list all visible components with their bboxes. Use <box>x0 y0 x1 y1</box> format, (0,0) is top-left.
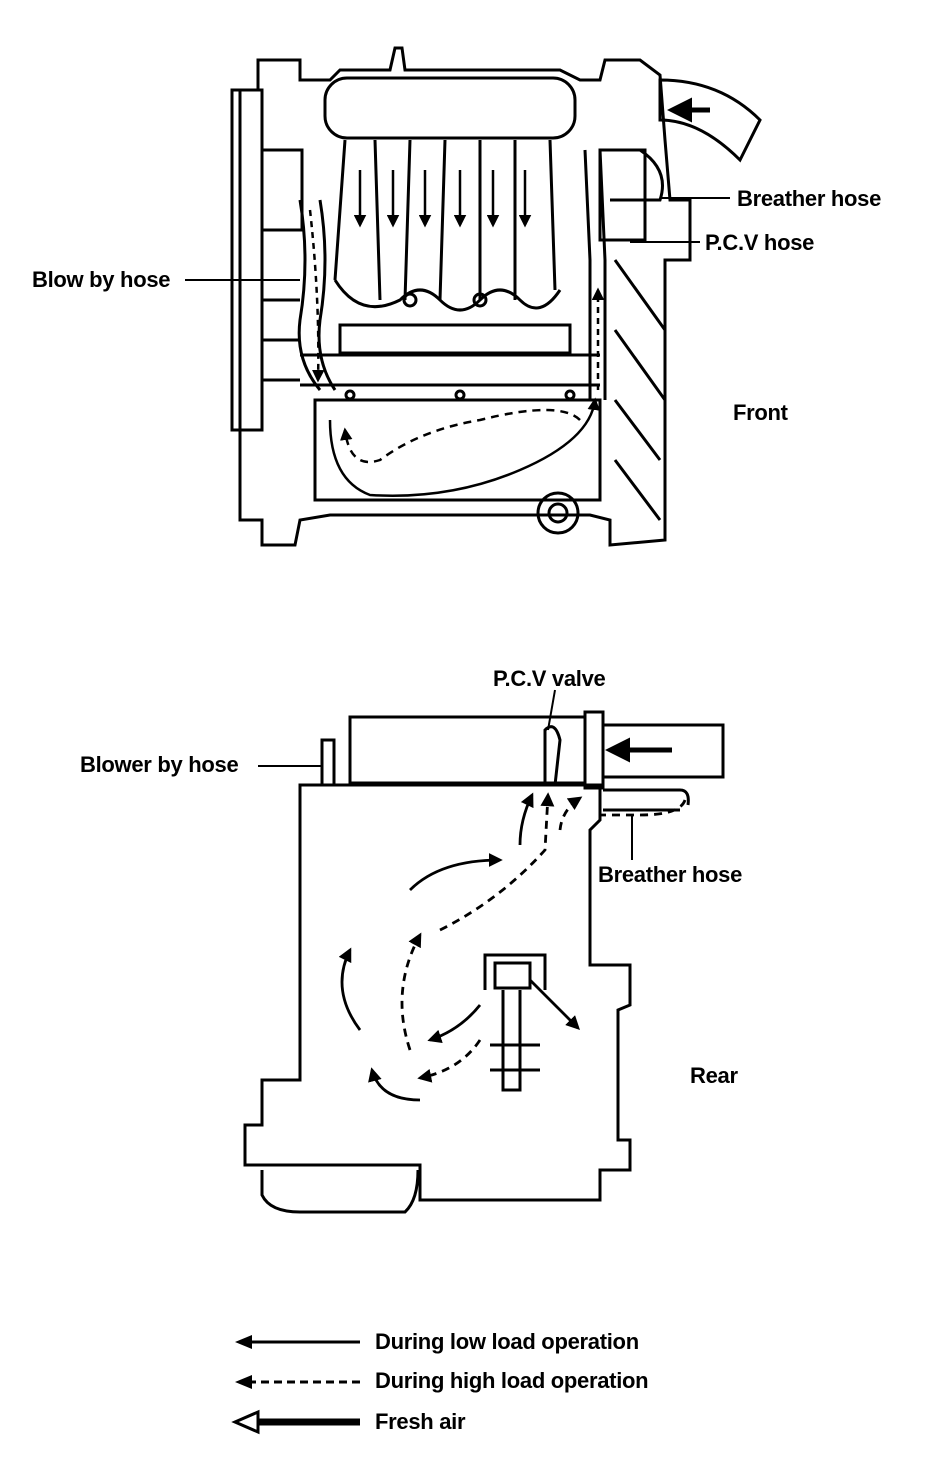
legend-solid-arrow <box>235 1335 360 1349</box>
front-label: Front <box>733 400 788 425</box>
intake-flow-arrows <box>353 97 710 228</box>
blower-by-hose-label: Blower by hose <box>80 752 239 777</box>
legend-fresh-air-text: Fresh air <box>375 1409 466 1434</box>
legend-symbols <box>231 1335 360 1435</box>
legend-high-load-text: During high load operation <box>375 1368 649 1393</box>
legend-fresh-air-arrow <box>231 1409 360 1435</box>
legend-dashed-arrow <box>235 1375 360 1389</box>
pcv-valve-label: P.C.V valve <box>493 666 606 691</box>
hoses <box>297 148 664 400</box>
crankcase-flow-arrows <box>308 209 605 497</box>
legend-low-load-text: During low load operation <box>375 1329 639 1354</box>
breather-hose-label-top: Breather hose <box>737 186 882 211</box>
engine-block-outline <box>230 46 762 547</box>
breather-hose-label-side: Breather hose <box>598 862 743 887</box>
leader-lines-top <box>185 197 730 281</box>
pcv-hose-label: P.C.V hose <box>705 230 815 255</box>
engine-side-outline <box>243 710 725 1214</box>
leader-lines-side <box>258 689 633 860</box>
blow-by-hose-label: Blow by hose <box>32 267 171 292</box>
side-flow-arrows <box>338 737 687 1102</box>
rear-label: Rear <box>690 1063 738 1088</box>
